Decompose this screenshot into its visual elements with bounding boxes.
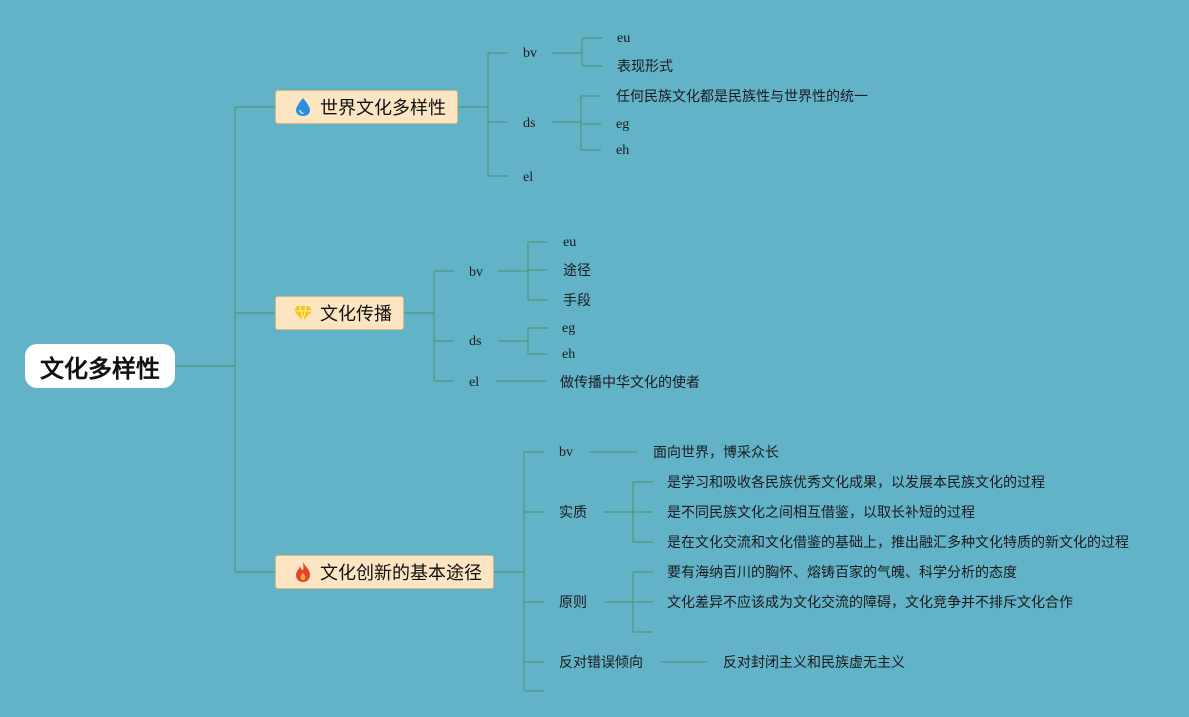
leaf-node[interactable]: eh [616, 143, 630, 158]
water-drop-icon [292, 96, 314, 118]
sub-node[interactable]: ds [469, 334, 482, 349]
leaf-node[interactable]: 是学习和吸收各民族优秀文化成果，以发展本民族文化的过程 [667, 475, 1045, 491]
leaf-node[interactable]: eu [563, 235, 577, 250]
root-node[interactable]: 文化多样性 [25, 344, 175, 388]
sub-node[interactable]: bv [559, 445, 573, 460]
branch-label: 文化传播 [320, 304, 392, 325]
sub-node[interactable]: bv [469, 265, 483, 280]
leaf-node[interactable]: 是在文化交流和文化借鉴的基础上，推出融汇多种文化特质的新文化的过程 [667, 535, 1129, 551]
leaf-node[interactable]: 做传播中华文化的使者 [560, 375, 700, 391]
sub-node[interactable]: bv [523, 46, 537, 61]
branch-world-cultural-diversity[interactable]: 世界文化多样性 [275, 90, 458, 124]
leaf-node[interactable]: 面向世界，博采众长 [653, 445, 779, 461]
leaf-node[interactable]: 反对封闭主义和民族虚无主义 [723, 655, 905, 671]
branch-label: 文化创新的基本途径 [320, 563, 482, 584]
sub-node[interactable]: el [469, 375, 480, 390]
leaf-node[interactable]: eg [616, 117, 630, 132]
sub-node[interactable]: 实质 [559, 505, 587, 521]
leaf-node[interactable]: 途径 [563, 263, 591, 279]
leaf-node[interactable]: 任何民族文化都是民族性与世界性的统一 [616, 89, 868, 105]
branch-cultural-innovation[interactable]: 文化创新的基本途径 [275, 555, 494, 589]
fire-icon [292, 561, 314, 583]
branch-cultural-transmission[interactable]: 文化传播 [275, 296, 404, 330]
sub-node[interactable]: ds [523, 116, 536, 131]
leaf-node[interactable]: 是不同民族文化之间相互借鉴，以取长补短的过程 [667, 505, 975, 521]
leaf-node[interactable]: eg [562, 321, 576, 336]
leaf-node[interactable]: eu [617, 31, 631, 46]
leaf-node[interactable]: 表现形式 [617, 59, 673, 75]
sub-node[interactable]: 反对错误倾向 [559, 655, 643, 671]
sub-node[interactable]: el [523, 170, 534, 185]
branch-label: 世界文化多样性 [320, 98, 446, 119]
gem-icon [292, 302, 314, 324]
leaf-node[interactable]: eh [562, 347, 576, 362]
leaf-node[interactable]: 文化差异不应该成为文化交流的障碍，文化竞争并不排斥文化合作 [667, 595, 1073, 611]
sub-node[interactable]: 原则 [559, 595, 587, 611]
leaf-node[interactable]: 要有海纳百川的胸怀、熔铸百家的气魄、科学分析的态度 [667, 565, 1017, 581]
leaf-node[interactable]: 手段 [563, 293, 591, 309]
